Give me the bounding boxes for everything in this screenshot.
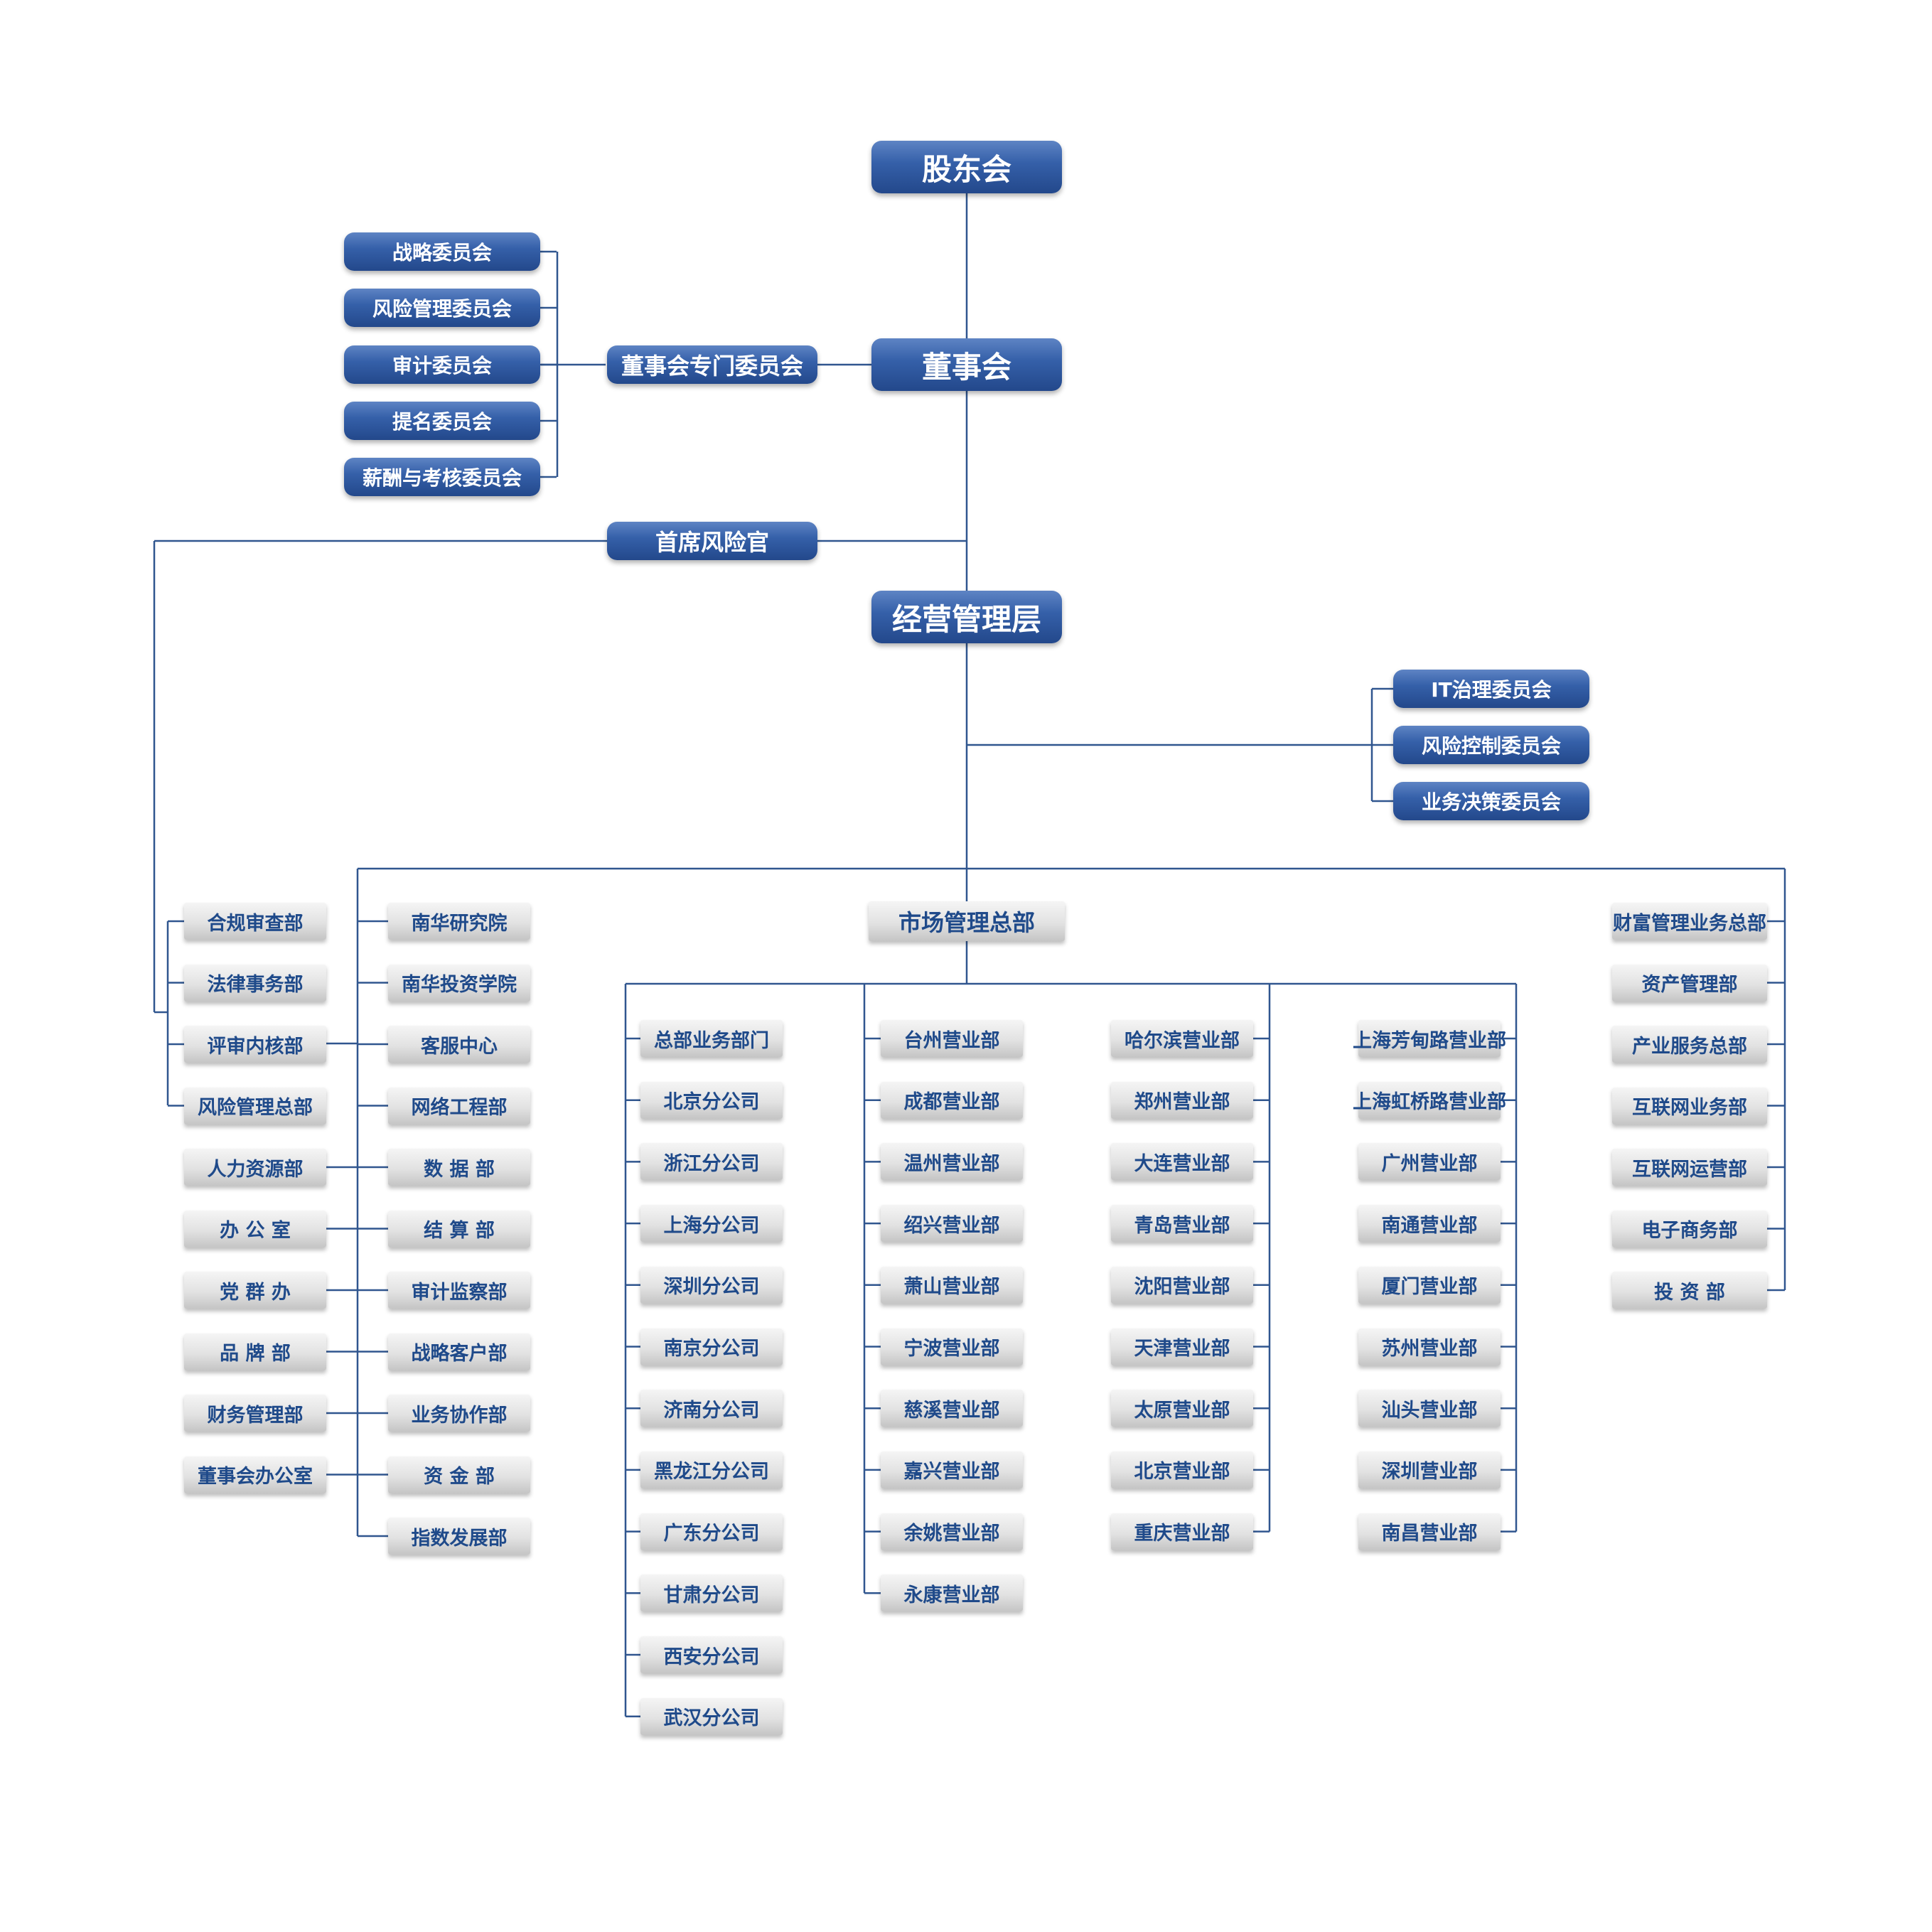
- right-dept-item: 产业服务总部: [1612, 1026, 1767, 1063]
- market-item: 绍兴营业部: [881, 1205, 1023, 1243]
- market-item: 广东分公司: [640, 1513, 783, 1550]
- cro-box: 首席风险官: [607, 522, 817, 560]
- market-item: 上海芳甸路营业部: [1353, 1020, 1506, 1057]
- market-item: 北京营业部: [1111, 1451, 1253, 1488]
- left-dept-item: 审计监察部: [388, 1272, 530, 1309]
- market-item: 深圳营业部: [1358, 1451, 1501, 1488]
- market-item: 郑州营业部: [1111, 1081, 1253, 1119]
- management-box: 经营管理层: [871, 591, 1062, 643]
- market-item: 总部业务部门: [640, 1020, 783, 1057]
- left-dept-item: 指数发展部: [388, 1518, 530, 1555]
- market-item: 太原营业部: [1111, 1390, 1253, 1427]
- mgmt-committee-item: IT治理委员会: [1393, 670, 1589, 708]
- left-dept-item: 董事会办公室: [184, 1456, 326, 1493]
- market-item: 余姚营业部: [881, 1513, 1023, 1550]
- right-dept-item: 财富管理业务总部: [1612, 903, 1767, 940]
- market-item: 南京分公司: [640, 1328, 783, 1365]
- right-dept-item: 互联网业务部: [1612, 1087, 1767, 1125]
- left-dept-item: 业务协作部: [388, 1395, 530, 1432]
- market-item: 上海分公司: [640, 1205, 783, 1243]
- mgmt-committee-item: 风险控制委员会: [1393, 726, 1589, 764]
- market-hq-box: 市场管理总部: [869, 901, 1065, 941]
- market-item: 南昌营业部: [1358, 1513, 1501, 1550]
- left-dept-item: 财务管理部: [184, 1395, 326, 1432]
- market-item: 宁波营业部: [881, 1328, 1023, 1365]
- market-item: 慈溪营业部: [881, 1390, 1023, 1427]
- left-dept-item: 人力资源部: [184, 1149, 326, 1186]
- board-box: 董事会: [871, 338, 1062, 391]
- market-item: 嘉兴营业部: [881, 1451, 1023, 1488]
- market-item: 沈阳营业部: [1111, 1266, 1253, 1304]
- market-item: 永康营业部: [881, 1574, 1023, 1612]
- right-dept-item: 资产管理部: [1612, 964, 1767, 1002]
- shareholders-box: 股东会: [871, 141, 1062, 193]
- board-committee-item: 风险管理委员会: [344, 289, 540, 327]
- left-dept-item: 资 金 部: [388, 1456, 530, 1493]
- mgmt-committee-item: 业务决策委员会: [1393, 782, 1589, 820]
- left-dept-item: 南华投资学院: [388, 964, 530, 1002]
- market-item: 天津营业部: [1111, 1328, 1253, 1365]
- market-item: 广州营业部: [1358, 1143, 1501, 1181]
- market-item: 萧山营业部: [881, 1266, 1023, 1304]
- market-item: 武汉分公司: [640, 1697, 783, 1735]
- left-dept-item: 战略客户部: [388, 1333, 530, 1370]
- board-committee-item: 战略委员会: [344, 232, 540, 271]
- left-dept-item: 客服中心: [388, 1026, 530, 1063]
- left-dept-item: 品 牌 部: [184, 1333, 326, 1370]
- board-committee-item: 提名委员会: [344, 402, 540, 440]
- market-item: 哈尔滨营业部: [1111, 1020, 1253, 1057]
- left-dept-item: 党 群 办: [184, 1272, 326, 1309]
- market-item: 北京分公司: [640, 1081, 783, 1119]
- left-dept-item: 数 据 部: [388, 1149, 530, 1186]
- left-dept-item: 网络工程部: [388, 1087, 530, 1125]
- left-dept-item: 合规审查部: [184, 903, 326, 940]
- market-item: 厦门营业部: [1358, 1266, 1501, 1304]
- market-item: 温州营业部: [881, 1143, 1023, 1181]
- market-item: 上海虹桥路营业部: [1353, 1081, 1506, 1119]
- market-item: 济南分公司: [640, 1390, 783, 1427]
- left-dept-item: 风险管理总部: [184, 1087, 326, 1125]
- market-item: 深圳分公司: [640, 1266, 783, 1304]
- left-dept-item: 办 公 室: [184, 1210, 326, 1247]
- market-item: 浙江分公司: [640, 1143, 783, 1181]
- market-item: 南通营业部: [1358, 1205, 1501, 1243]
- market-item: 大连营业部: [1111, 1143, 1253, 1181]
- right-dept-item: 互联网运营部: [1612, 1149, 1767, 1186]
- right-dept-item: 投 资 部: [1612, 1272, 1767, 1309]
- market-item: 苏州营业部: [1358, 1328, 1501, 1365]
- left-dept-item: 结 算 部: [388, 1210, 530, 1247]
- market-item: 青岛营业部: [1111, 1205, 1253, 1243]
- market-item: 西安分公司: [640, 1636, 783, 1673]
- market-item: 成都营业部: [881, 1081, 1023, 1119]
- market-item: 黑龙江分公司: [640, 1451, 783, 1488]
- left-dept-item: 评审内核部: [184, 1026, 326, 1063]
- left-dept-item: 南华研究院: [388, 903, 530, 940]
- board-committee-item: 薪酬与考核委员会: [344, 458, 540, 496]
- board-committee-item: 审计委员会: [344, 345, 540, 384]
- market-item: 甘肃分公司: [640, 1574, 783, 1612]
- board-committees-box: 董事会专门委员会: [607, 345, 817, 384]
- market-item: 台州营业部: [881, 1020, 1023, 1057]
- left-dept-item: 法律事务部: [184, 964, 326, 1002]
- market-item: 重庆营业部: [1111, 1513, 1253, 1550]
- right-dept-item: 电子商务部: [1612, 1210, 1767, 1247]
- market-item: 汕头营业部: [1358, 1390, 1501, 1427]
